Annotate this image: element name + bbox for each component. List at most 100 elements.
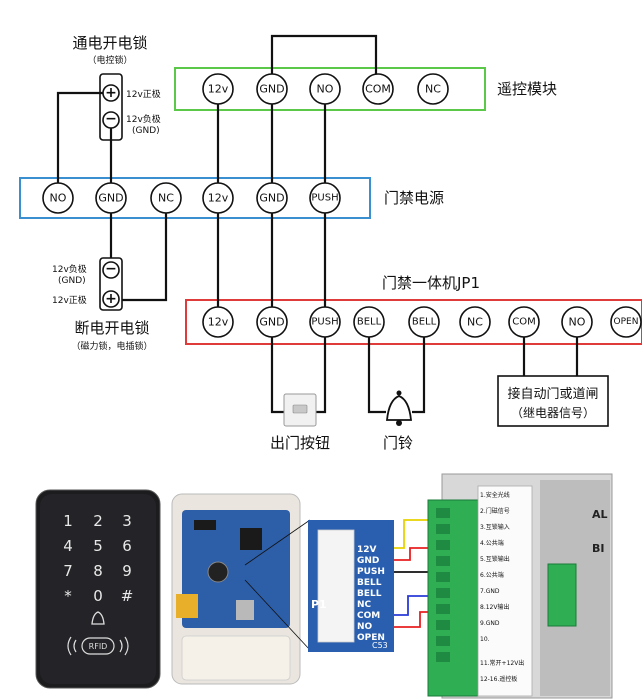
key-1: 1 [63,512,73,530]
panel-letter-bi: BI [592,542,604,555]
key-2: 2 [93,512,103,530]
key-hash: # [121,587,134,605]
terminal-label-3: 3.互锁输入 [480,523,510,531]
power-off-lock-title: 断电开电锁 [74,319,149,337]
remote-module-label: 遥控模块 [497,80,557,98]
power-off-lock-minus-gnd: (GND) [58,276,86,286]
supply-pin-no: NO [50,192,67,205]
unit-pin-nc: NC [467,316,483,329]
svg-text:−: − [105,261,117,277]
bell-key-icon [91,611,105,625]
power-off-lock-plus-label: 12v正极 [52,294,87,306]
power-on-lock-title: 通电开电锁 [72,34,147,52]
power-on-lock-minus-label: 12v负极 [126,113,161,125]
key-star: * [64,587,72,605]
board-code-label: C53 [372,641,388,650]
exit-button-label: 出门按钮 [270,434,330,452]
power-on-lock-minus-gnd: (GND) [132,126,160,136]
terminal-label-5: 5.互锁输出 [480,555,510,563]
board-p1-label: P1 [311,598,327,611]
key-6: 6 [122,537,132,555]
supply-pin-gnd-2: GND [259,192,284,205]
access-unit-label: 门禁一体机JP1 [382,274,480,292]
key-4: 4 [63,537,73,555]
unit-pin-bell-2: BELL [412,317,437,328]
power-supply-pins: NO GND NC 12v GND PUSH [42,182,341,214]
svg-text:−: − [105,111,117,127]
power-on-lock-plus-label: 12v正极 [126,88,161,100]
terminal-label-1: 1.安全光线 [480,491,510,499]
internal-board-photo [171,493,301,685]
bell-icon [386,395,412,421]
remote-pin-gnd: GND [259,83,284,96]
power-on-lock: 通电开电锁 （电控锁） + − 12v正极 12v负极 (GND) [72,34,161,141]
terminal-label-10: 10. [480,636,490,643]
plus-terminal-icon [102,290,120,308]
remote-pin-12v: 12v [208,83,229,96]
conn-gnd: GND [357,556,379,566]
remote-pin-nc: NC [425,83,441,96]
terminal-label-9: 9.GND [480,620,500,627]
connector-labels: 12V GND PUSH BELL BELL NC COM NO OPEN [357,545,385,643]
terminal-label-4: 4.公共端 [480,539,504,547]
supply-pin-nc: NC [158,192,174,205]
conn-push: PUSH [357,567,385,577]
svg-text:+: + [105,85,117,101]
rfid-label: RFID [89,642,108,651]
terminal-label-12: 12-16.遥控板 [480,675,517,683]
panel-letter-al: AL [592,508,608,521]
supply-pin-push: PUSH [311,193,338,204]
conn-bell-2: BELL [357,589,382,599]
rfid-icon [67,636,129,656]
key-3: 3 [122,512,132,530]
conn-com: COM [357,611,380,621]
supply-pin-12v: 12v [208,192,229,205]
supply-pin-gnd: GND [98,192,123,205]
connector-zoom: P1 C53 12V GND PUSH BELL BELL NC COM NO … [244,519,394,652]
conn-bell: BELL [357,578,382,588]
unit-pin-open: OPEN [614,317,639,327]
unit-pin-no: NO [569,316,586,329]
power-off-lock-subtitle: （磁力锁，电插锁） [71,340,152,352]
unit-pin-gnd: GND [259,316,284,329]
conn-12v: 12V [357,545,377,555]
auto-door-box: 接自动门或道闸 （继电器信号） [497,375,609,427]
wiring [56,34,579,414]
key-5: 5 [93,537,103,555]
terminal-label-11: 11.常开+12V出 [480,659,524,667]
terminal-labels: 1.安全光线 2.门磁信号 3.互锁输入 4.公共端 5.互锁输出 6.公共端 … [480,491,524,683]
exit-button-device: 出门按钮 [270,393,330,452]
remote-pin-com: COM [365,83,391,96]
remote-module-pins: 12v GND NO COM NC [202,73,449,105]
key-8: 8 [93,562,103,580]
terminal-wires [394,519,432,628]
terminal-block-photo: 1.安全光线 2.门磁信号 3.互锁输入 4.公共端 5.互锁输出 6.公共端 … [427,473,613,699]
svg-text:+: + [105,291,117,307]
conn-open: OPEN [357,633,385,643]
doorbell-device: 门铃 [383,390,413,452]
keypad-keys: 1 2 3 4 5 6 7 8 9 * 0 # [63,512,133,605]
terminal-label-8: 8.12V输出 [480,603,509,611]
unit-pin-12v: 12v [208,316,229,329]
power-on-lock-subtitle: （电控锁） [87,54,132,66]
power-off-lock-minus-label: 12v负极 [52,263,87,275]
doorbell-label: 门铃 [383,434,413,452]
remote-pin-no: NO [317,83,334,96]
access-unit-pins: 12v GND PUSH BELL BELL NC COM NO OPEN [202,306,642,338]
auto-door-line2: （继电器信号） [511,406,595,420]
conn-no: NO [357,622,373,632]
unit-pin-push: PUSH [311,317,338,328]
unit-pin-bell: BELL [357,317,382,328]
power-supply-label: 门禁电源 [384,189,444,207]
terminal-label-6: 6.公共端 [480,571,504,579]
key-0: 0 [93,587,103,605]
power-off-lock: − + 12v负极 (GND) 12v正极 断电开电锁 （磁力锁，电插锁） [52,257,153,352]
key-7: 7 [63,562,73,580]
minus-terminal-icon [102,261,120,279]
terminal-label-2: 2.门磁信号 [480,507,510,515]
conn-nc: NC [357,600,372,610]
terminal-screws [436,508,450,662]
terminal-label-7: 7.GND [480,588,500,595]
keypad-device: 1 2 3 4 5 6 7 8 9 * 0 # RFID [35,489,161,689]
key-9: 9 [122,562,132,580]
